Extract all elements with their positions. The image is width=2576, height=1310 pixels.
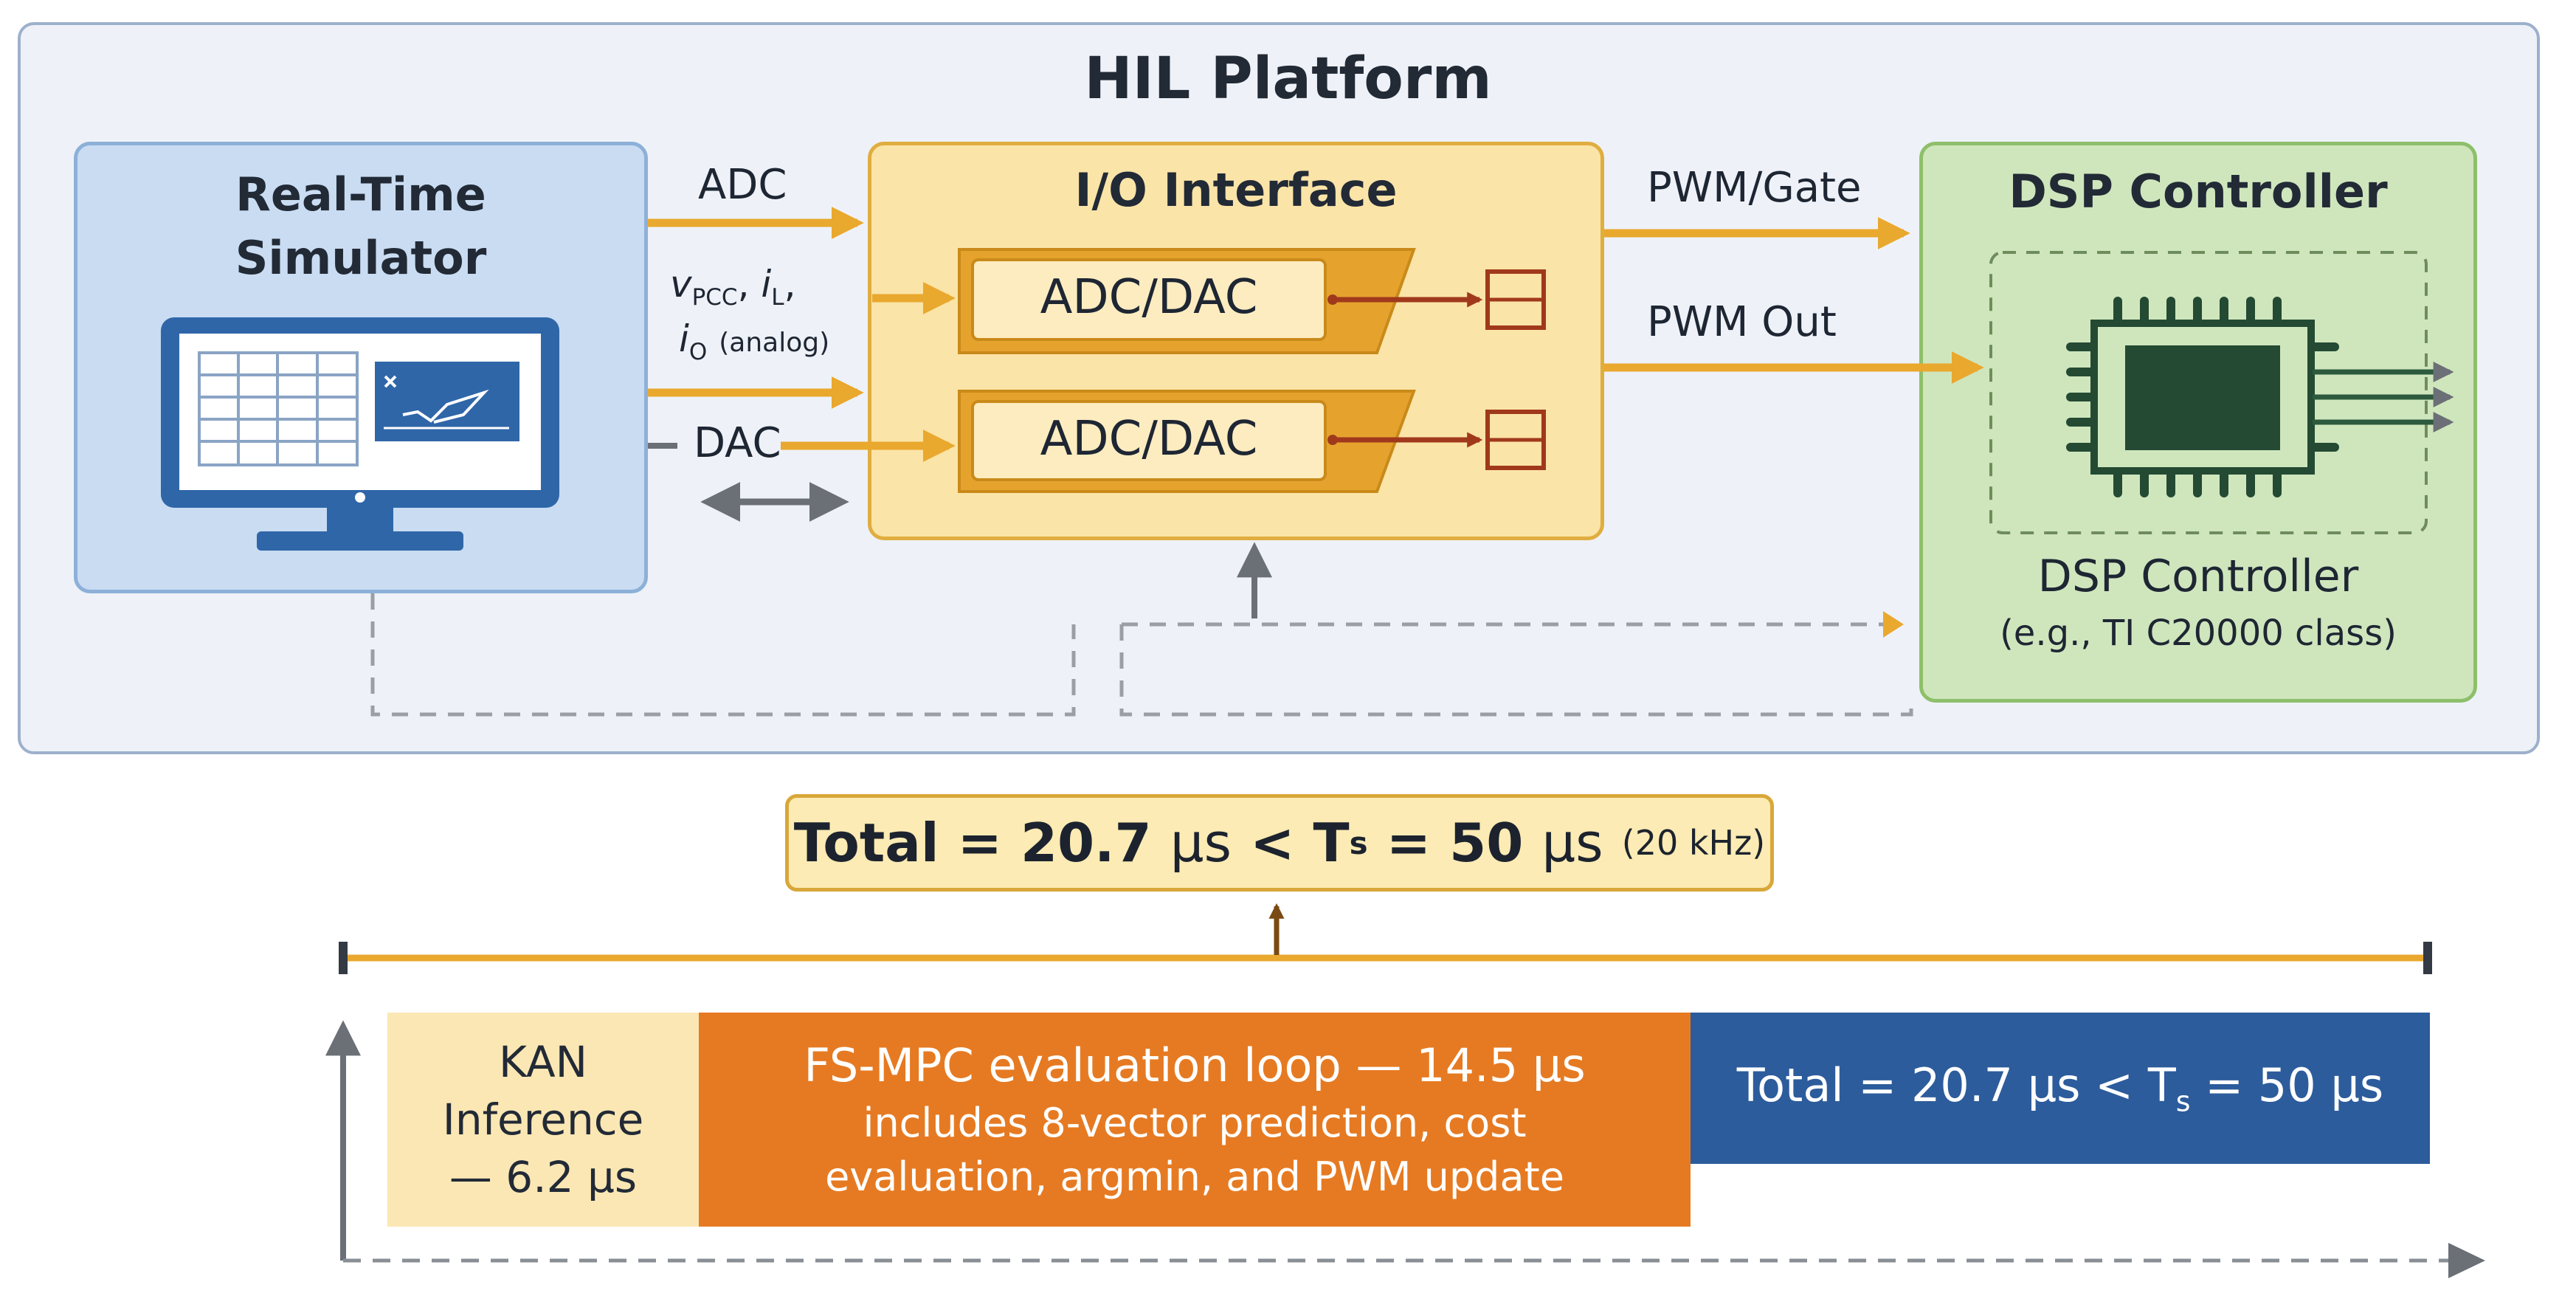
measured-signals-label: vPCC, iL, (670, 263, 796, 311)
kan-inference-segment: KAN Inference — 6.2 μs (387, 1013, 699, 1227)
pwm-gate-label: PWM/Gate (1647, 164, 1862, 212)
adc-signal-label: ADC (698, 161, 787, 209)
register-icon (1327, 410, 1546, 470)
monitor-icon (161, 317, 559, 551)
dsp-caption: DSP Controller (2037, 551, 2359, 602)
adc-dac-box-1 (958, 248, 1416, 354)
adc-dac-label-1: ADC/DAC (1040, 270, 1258, 325)
simulator-title: Real-Time Simulator (235, 168, 487, 285)
timeline-axis (325, 903, 2485, 1278)
chip-icon (1989, 251, 2454, 534)
pwm-out-label: PWM Out (1647, 298, 1837, 346)
dsp-title: DSP Controller (2009, 165, 2388, 218)
dsp-caption-example: (e.g., TI C20000 class) (2000, 613, 2397, 654)
register-icon (1327, 269, 1546, 330)
total-time-segment: Total = 20.7 μs < Ts = 50 μs (1691, 1013, 2430, 1164)
io-interface-title: I/O Interface (1074, 163, 1398, 217)
adc-dac-box-2 (958, 390, 1416, 493)
fs-mpc-loop-segment: FS-MPC evaluation loop — 14.5 μs include… (699, 1013, 1691, 1227)
platform-title: HIL Platform (1084, 46, 1492, 112)
adc-dac-label-2: ADC/DAC (1040, 412, 1258, 466)
dac-signal-label: DAC (694, 419, 781, 467)
signal-arrows (370, 207, 1984, 717)
analog-signal-label: iO (analog) (679, 317, 830, 365)
